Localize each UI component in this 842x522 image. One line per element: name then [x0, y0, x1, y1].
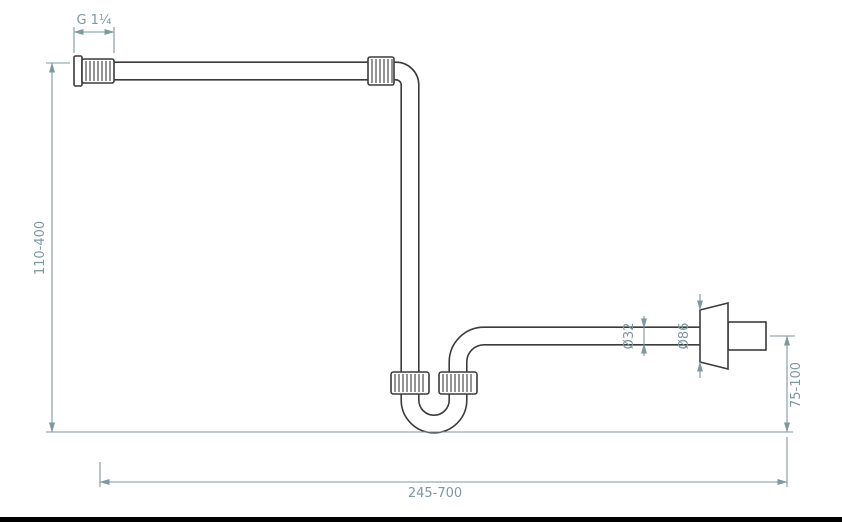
- trap-and-outlet-pipe-bore: [402, 328, 700, 432]
- image-bottom-border: [0, 517, 842, 522]
- width-extension-lines: [99, 437, 788, 487]
- inlet-nut: [73, 55, 115, 87]
- dimension-pipe-diameter: Ø32: [622, 316, 647, 356]
- wall-rosette: [699, 301, 767, 371]
- inlet-flange: [73, 55, 83, 87]
- thread-size-extension-lines: [73, 27, 115, 53]
- dimension-outlet-height: 75-100: [770, 335, 804, 433]
- dimension-thread-size: G 1¼: [73, 13, 115, 53]
- inlet-and-vertical-pipe: [100, 61, 420, 380]
- dimension-rosette-diameter: Ø86: [677, 294, 703, 378]
- elbow-nut-threads: [371, 59, 393, 83]
- trap-right-nut-knurl: [442, 374, 472, 392]
- trap-left-nut: [390, 371, 430, 395]
- width-label: 245-700: [408, 486, 462, 501]
- rosette-cone: [699, 301, 729, 371]
- rosette-diameter-label: Ø86: [677, 323, 692, 350]
- height-label: 110-400: [33, 221, 48, 275]
- trap-right-nut: [438, 371, 478, 395]
- thread-size-label: G 1¼: [76, 13, 111, 28]
- inlet-and-vertical-pipe-bore: [100, 63, 418, 380]
- wall-pipe-stub: [727, 321, 767, 351]
- pipe-diameter-label: Ø32: [622, 323, 637, 350]
- trap-left-nut-knurl: [394, 374, 424, 392]
- inlet-nut-threads: [85, 61, 111, 81]
- elbow-nut: [367, 56, 395, 86]
- dimension-width: 245-700: [99, 437, 788, 501]
- pipes: [100, 61, 700, 434]
- outlet-height-label: 75-100: [789, 362, 804, 408]
- dimension-height: 110-400: [33, 62, 793, 433]
